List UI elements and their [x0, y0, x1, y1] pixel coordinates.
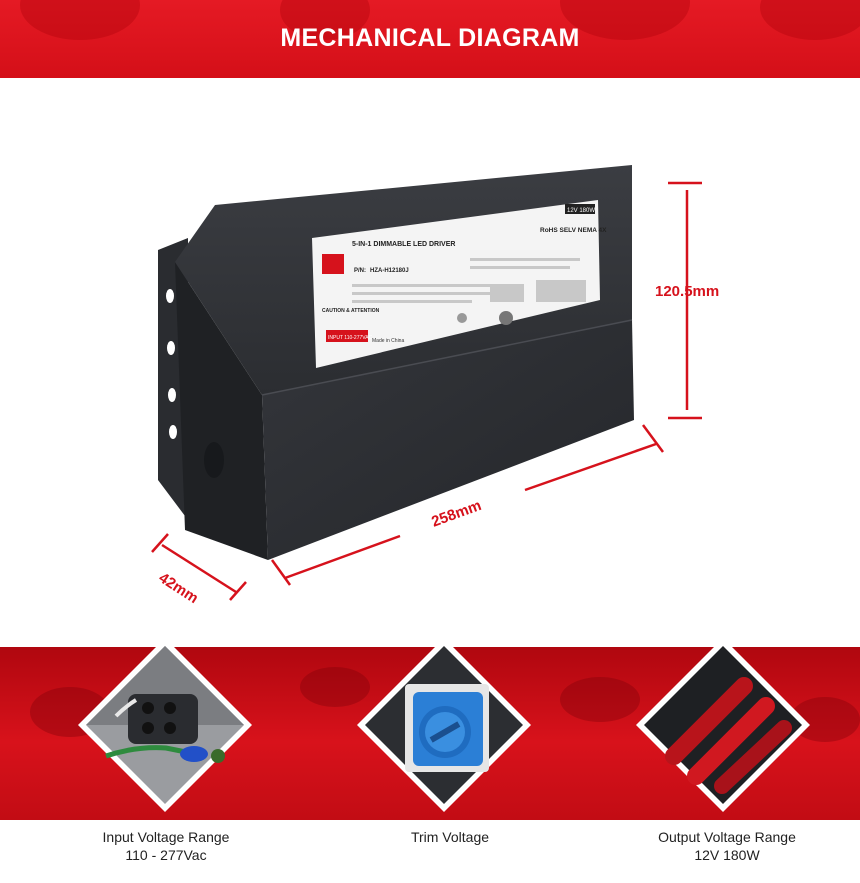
device-front [262, 320, 634, 560]
trim-voltage-picture [357, 638, 531, 812]
label-made-in: Made in China [372, 338, 404, 344]
label-pn-prefix: P/N: [354, 268, 366, 274]
input-voltage-picture [78, 638, 252, 812]
feature-input-image [76, 636, 254, 814]
band-cloud [560, 677, 640, 722]
caption-trim-line1: Trim Voltage [410, 829, 490, 845]
feature-trim-image [355, 636, 533, 814]
mechanical-diagram: 5-IN-1 DIMMABLE LED DRIVER P/N: HZA-H121… [0, 78, 860, 648]
length-label: 258mm [429, 497, 483, 531]
diagram-svg: 5-IN-1 DIMMABLE LED DRIVER P/N: HZA-H121… [151, 165, 719, 607]
knockout-hole [204, 442, 224, 478]
output-voltage-picture [636, 638, 810, 812]
caption-output: Output Voltage Range 12V 180W [607, 828, 847, 864]
dimension-length [270, 424, 665, 586]
label-certs: RoHS SELV NEMA 4X [540, 227, 607, 234]
label-caution: CAUTION & ATTENTION [322, 308, 380, 314]
label-badge: 12V 180W [567, 208, 595, 214]
height-label: 120.5mm [655, 283, 719, 300]
label-input-box: INPUT 110-277VAC [328, 335, 373, 341]
band-cloud [300, 667, 370, 707]
caption-trim: Trim Voltage [330, 828, 570, 846]
page-title: MECHANICAL DIAGRAM [280, 24, 580, 52]
caption-output-line1: Output Voltage Range [658, 829, 796, 845]
feature-output-image [634, 636, 812, 814]
label-part-number: HZA-H12180J [370, 268, 409, 274]
caption-input: Input Voltage Range 110 - 277Vac [46, 828, 286, 864]
dimension-height [668, 181, 702, 420]
device-side [175, 262, 268, 560]
label-title: 5-IN-1 DIMMABLE LED DRIVER [352, 241, 455, 248]
header-banner: MECHANICAL DIAGRAM [0, 0, 860, 78]
product-label: 5-IN-1 DIMMABLE LED DRIVER P/N: HZA-H121… [312, 200, 607, 368]
brand-logo [322, 254, 344, 274]
caption-input-line1: Input Voltage Range [102, 829, 230, 845]
depth-label: 42mm [156, 569, 202, 607]
caption-input-line2: 110 - 277Vac [125, 847, 207, 863]
dimension-depth [151, 533, 247, 601]
caption-output-line2: 12V 180W [694, 847, 760, 863]
